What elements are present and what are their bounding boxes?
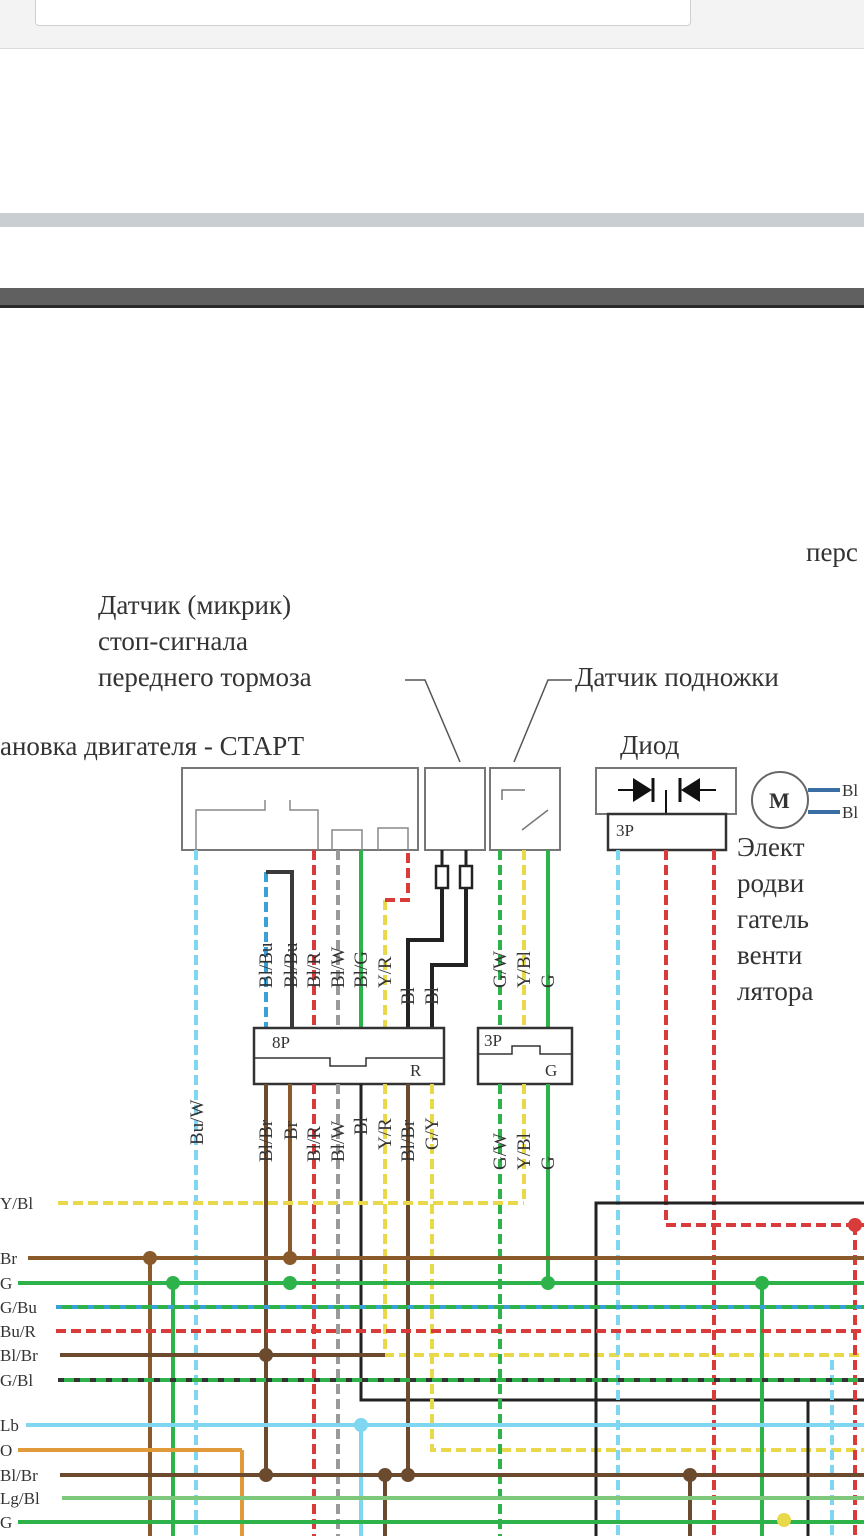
motor-label-5: лятора	[737, 976, 813, 1006]
wire-label-lower-gw: G/W	[490, 1133, 511, 1170]
wire-label-buw: Bu/W	[187, 1100, 208, 1145]
rail-label-gbl: G/Bl	[0, 1371, 33, 1390]
connector-8p	[252, 1026, 446, 1086]
switch-internal-lines	[195, 800, 319, 850]
wire-label-lower-blbr: Bl/Br	[256, 1119, 277, 1162]
engine-start-label: ановка двигателя - СТАРТ	[0, 731, 305, 761]
rail-label-blbr: Bl/Br	[0, 1346, 38, 1365]
diode-connector-3p	[606, 812, 728, 852]
rail-label-blbr-2: Bl/Br	[0, 1466, 38, 1485]
wire-label-lower-blw: Bl/W	[328, 1121, 349, 1162]
connector-3p-g-label: G	[545, 1061, 557, 1080]
section-divider-dark	[0, 288, 864, 308]
motor-symbol: M	[769, 788, 790, 813]
rail-label-lgbl: Lg/Bl	[0, 1489, 40, 1508]
wire-label-blw: Bl/W	[328, 947, 349, 988]
wire-label-lower-blbr-2: Bl/Br	[398, 1119, 419, 1162]
upper-wires	[264, 850, 550, 1028]
motor-wires	[808, 788, 840, 814]
section-divider-light	[0, 213, 864, 227]
motor-wire-label-2: Bl	[842, 803, 858, 822]
wire-label-blr: Bl/R	[304, 952, 325, 988]
rail-label-gbu: G/Bu	[0, 1298, 37, 1317]
upper-wire-labels: Bl/Bu Bl/Bu Bl/R Bl/W Bl/G Y/R Bl Bl G/W…	[256, 942, 559, 1005]
search-box[interactable]	[35, 0, 691, 26]
diode-label: Диод	[620, 730, 680, 760]
wire-label-g: G	[538, 974, 559, 988]
stand-switch-contact	[501, 789, 549, 831]
wire-label-lower-g: G	[538, 1156, 559, 1170]
browser-top-bar	[0, 0, 864, 49]
wire-label-blbu-1: Bl/Bu	[256, 942, 277, 988]
stand-sensor-label: Датчик подножки	[575, 662, 779, 692]
switch-contacts	[331, 827, 409, 850]
wire-label-lower-gy: G/Y	[422, 1117, 443, 1150]
wire-label-lower-ybl: Y/Bl	[514, 1133, 535, 1170]
wire-label-lower-br: Br	[281, 1120, 302, 1140]
wire-label-lower-bl: Bl	[351, 1117, 372, 1135]
headline-fragment: перс	[806, 537, 858, 567]
brake-leader-line	[405, 679, 461, 763]
motor-label-1: Элект	[737, 832, 805, 862]
wire-label-yr: Y/R	[375, 956, 396, 988]
wire-label-bl-1: Bl	[398, 987, 419, 1005]
wire-label-ybl: Y/Bl	[514, 951, 535, 988]
rail-label-lb: Lb	[0, 1416, 19, 1435]
fan-motor-icon	[751, 771, 809, 829]
wire-label-bl-2: Bl	[422, 987, 443, 1005]
diode-symbol-left	[633, 778, 652, 802]
brake-sensor-label-3: переднего тормоза	[98, 662, 312, 692]
diode-wiring	[618, 789, 716, 814]
engine-stop-switch-box	[181, 767, 419, 851]
wire-label-lower-yr: Y/R	[375, 1118, 396, 1150]
diode-symbol-right	[681, 778, 700, 802]
wire-label-blg: Bl/G	[351, 951, 372, 988]
brake-sensor-label-2: стоп-сигнала	[98, 626, 248, 656]
wire-label-lower-blr: Bl/R	[304, 1126, 325, 1162]
rail-label-g: G	[0, 1274, 12, 1293]
wire-label-gw: G/W	[490, 951, 511, 988]
stand-leader-line	[513, 679, 572, 763]
lower-wire-labels: Bu/W Bl/Br Br Bl/R Bl/W Bl Y/R Bl/Br G/Y…	[187, 1100, 559, 1170]
motor-label-2: родви	[737, 868, 804, 898]
rail-label-g-2: G	[0, 1513, 12, 1532]
connector-8p-label: 8P	[272, 1033, 290, 1052]
rail-label-bur: Bu/R	[0, 1322, 37, 1341]
connector-3p-label: 3P	[484, 1031, 502, 1050]
wire-label-blbu-2: Bl/Bu	[281, 942, 302, 988]
stand-switch-box	[489, 767, 561, 851]
brake-sensor-label-1: Датчик (микрик)	[98, 590, 291, 620]
motor-wire-label-1: Bl	[842, 781, 858, 800]
motor-label-4: венти	[737, 940, 802, 970]
rail-labels: Y/Bl Br G G/Bu Bu/R Bl/Br G/Bl Lb O Bl/B…	[0, 1194, 40, 1532]
rail-label-ybl: Y/Bl	[0, 1194, 33, 1213]
rail-label-o: O	[0, 1441, 12, 1460]
rail-label-br: Br	[0, 1249, 17, 1268]
brake-switch-box	[424, 767, 486, 851]
motor-label-3: гатель	[737, 904, 809, 934]
rails	[18, 1201, 864, 1524]
junction-dots	[143, 1218, 862, 1527]
connector-8p-r-label: R	[410, 1061, 422, 1080]
diode-connector-label: 3P	[616, 821, 634, 840]
connector-3p-stand	[476, 1026, 574, 1086]
